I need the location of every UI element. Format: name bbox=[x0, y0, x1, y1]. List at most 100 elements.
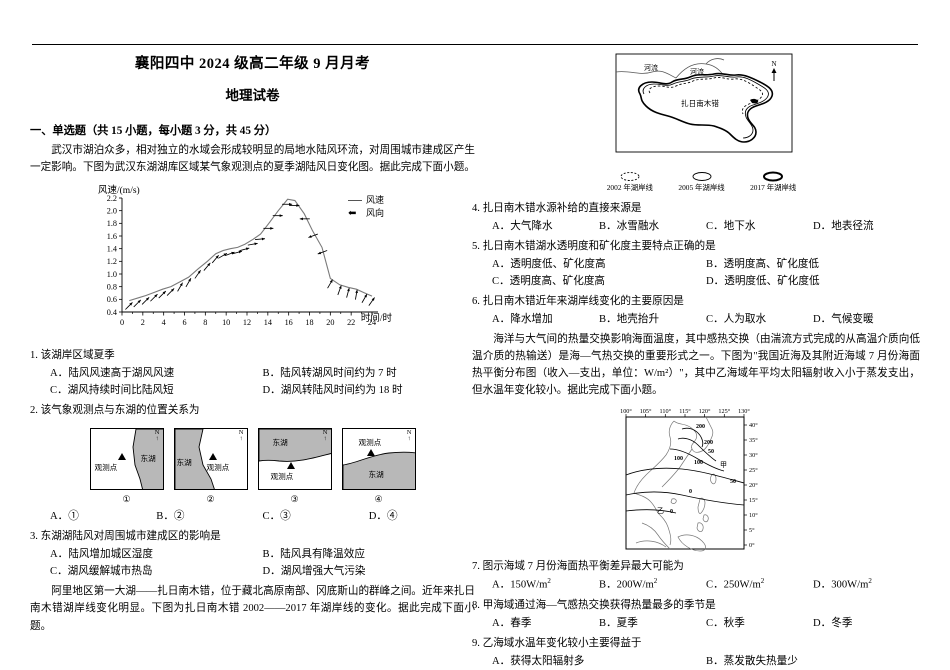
option-9b[interactable]: B．蒸发散失热量少 bbox=[706, 655, 798, 667]
option-1a[interactable]: A．陆风风速高于湖风风速 bbox=[50, 367, 175, 379]
legend-2005-symbol-icon bbox=[666, 171, 738, 182]
panel-3: N↑ 观测点 东湖 bbox=[257, 427, 332, 490]
option-8d[interactable]: D．冬季 bbox=[813, 617, 853, 629]
svg-text:40°: 40° bbox=[749, 422, 758, 429]
question-8-text: 甲海域通过海—气感热交换获得热量最多的季节是 bbox=[482, 599, 716, 611]
option-5d[interactable]: D．透明度低、矿化度低 bbox=[706, 275, 820, 287]
river-label-2: 河流 bbox=[690, 67, 704, 76]
panel-2-lake-label: 东湖 bbox=[176, 457, 192, 467]
chart-y-axis-label: 风速/(m/s) bbox=[98, 186, 140, 197]
question-3-text: 东湖湖陆风对周围城市建成区的影响是 bbox=[40, 531, 221, 543]
option-4c[interactable]: C．地下水 bbox=[706, 220, 756, 232]
question-1: 1. 该湖岸区域夏季 A．陆风风速高于湖风风速 B．陆风转湖风时间约为 7 时 … bbox=[30, 348, 475, 399]
panel-3-caption: ③ bbox=[290, 493, 299, 504]
option-4b[interactable]: B．冰雪融水 bbox=[599, 220, 660, 232]
question-8-options: A．春季 B．夏季 C．秋季 D．冬季 bbox=[472, 615, 920, 632]
option-3a[interactable]: A．陆风增加城区湿度 bbox=[50, 548, 153, 560]
option-6a[interactable]: A．降水增加 bbox=[492, 313, 553, 325]
sea-heat-balance-map: 100° 105° 110° 115° 120° 125° 130° bbox=[612, 403, 790, 555]
option-1d[interactable]: D．湖风转陆风时间约为 18 时 bbox=[262, 384, 403, 396]
question-7: 7. 图示海域 7 月份海面热平衡差异最大可能为 A．150W/m2 B．200… bbox=[472, 559, 920, 593]
option-8c[interactable]: C．秋季 bbox=[706, 617, 745, 629]
option-2a[interactable]: A．① bbox=[50, 511, 79, 523]
option-1c[interactable]: C．湖风持续时间比陆风短 bbox=[50, 384, 174, 396]
option-1b[interactable]: B．陆风转湖风时间约为 7 时 bbox=[262, 367, 397, 379]
question-8: 8. 甲海域通过海—气感热交换获得热量最多的季节是 A．春季 B．夏季 C．秋季… bbox=[472, 598, 920, 632]
svg-text:35°: 35° bbox=[749, 437, 758, 444]
two-column-body: 襄阳四中 2024 级高二年级 9 月月考 地理试卷 一、单选题（共 15 小题… bbox=[0, 48, 950, 667]
svg-text:0°: 0° bbox=[749, 542, 755, 549]
panel-4-lake-label: 东湖 bbox=[368, 469, 384, 479]
option-6c[interactable]: C．人为取水 bbox=[706, 313, 767, 325]
svg-text:0: 0 bbox=[120, 318, 124, 327]
svg-text:100: 100 bbox=[694, 460, 703, 466]
question-5-options: A．透明度低、矿化度高 B．透明度高、矿化度低 C．透明度高、矿化度高 D．透明… bbox=[472, 256, 920, 290]
panel-2-graphic bbox=[174, 428, 247, 489]
river-label-1: 河流 bbox=[644, 63, 658, 72]
panel-2-north-icon: N↑ bbox=[238, 428, 244, 443]
lake-name-label: 扎日南木错 bbox=[681, 98, 719, 108]
question-9-stem: 9. 乙海域水温年变化较小主要得益于 bbox=[472, 636, 920, 653]
option-5b[interactable]: B．透明度高、矿化度低 bbox=[706, 258, 820, 270]
svg-text:2.2: 2.2 bbox=[107, 194, 117, 203]
question-6: 6. 扎日南木错近年来湖岸线变化的主要原因是 A．降水增加 B．地壳抬升 C．人… bbox=[472, 294, 920, 328]
legend-2002: 2002 年湖岸线 bbox=[594, 171, 666, 193]
option-4a[interactable]: A．大气降水 bbox=[492, 220, 553, 232]
panel-2-point-label: 观测点 bbox=[206, 462, 230, 472]
option-5a[interactable]: A．透明度低、矿化度高 bbox=[492, 258, 606, 270]
svg-text:50: 50 bbox=[708, 449, 714, 455]
lake-map-graphic: N 扎日南木错 河流 河流 bbox=[615, 53, 793, 153]
option-9a[interactable]: A．获得太阳辐射多 bbox=[492, 655, 585, 667]
svg-text:8: 8 bbox=[203, 318, 207, 327]
option-7b[interactable]: B．200W/m2 bbox=[599, 577, 658, 591]
option-2b[interactable]: B．② bbox=[156, 511, 185, 523]
panel-4-caption: ④ bbox=[374, 493, 383, 504]
option-3c[interactable]: C．湖风缓解城市热岛 bbox=[50, 566, 153, 578]
option-3b[interactable]: B．陆风具有降温效应 bbox=[262, 548, 365, 560]
question-1-text: 该湖岸区域夏季 bbox=[40, 350, 115, 362]
svg-text:110°: 110° bbox=[660, 408, 672, 415]
question-6-text: 扎日南木错近年来湖岸线变化的主要原因是 bbox=[482, 295, 684, 307]
option-3d[interactable]: D．湖风增强大气污染 bbox=[262, 566, 366, 578]
question-9-text: 乙海域水温年变化较小主要得益于 bbox=[482, 637, 642, 649]
svg-text:2: 2 bbox=[141, 318, 145, 327]
option-5c[interactable]: C．透明度高、矿化度高 bbox=[492, 275, 606, 287]
svg-text:120°: 120° bbox=[699, 408, 711, 415]
option-8b[interactable]: B．夏季 bbox=[599, 617, 638, 629]
option-4d[interactable]: D．地表径流 bbox=[813, 220, 874, 232]
panel-1-point-marker-icon bbox=[117, 452, 126, 460]
question-8-stem: 8. 甲海域通过海—气感热交换获得热量最多的季节是 bbox=[472, 598, 920, 615]
legend-2017-symbol-icon bbox=[737, 171, 809, 182]
svg-text:20°: 20° bbox=[749, 482, 758, 489]
option-7d[interactable]: D．300W/m2 bbox=[813, 577, 872, 591]
svg-text:50: 50 bbox=[730, 479, 736, 485]
chart-legend: 风速 ⬅ 风向 bbox=[347, 194, 384, 220]
option-figure-panels: N↑ 观测点 东湖 ① bbox=[30, 427, 475, 506]
svg-text:0: 0 bbox=[689, 489, 692, 495]
option-7c[interactable]: C．250W/m2 bbox=[706, 577, 765, 591]
question-8-number: 8. bbox=[472, 599, 480, 611]
option-2c[interactable]: C．③ bbox=[262, 511, 291, 523]
panel-box-4: N↑ 观测点 东湖 ④ bbox=[341, 427, 416, 506]
svg-text:115°: 115° bbox=[679, 408, 691, 415]
option-8a[interactable]: A．春季 bbox=[492, 617, 532, 629]
question-3-number: 3. bbox=[30, 531, 38, 543]
passage-3: 海洋与大气间的热量交换影响海面温度，其中感热交换（由湍流方式完成的从高温介质向低… bbox=[472, 333, 920, 397]
svg-text:25°: 25° bbox=[749, 467, 758, 474]
legend-2002-label: 2002 年湖岸线 bbox=[606, 183, 653, 192]
panel-1-point-label: 观测点 bbox=[94, 462, 118, 472]
option-2d[interactable]: D．④ bbox=[368, 511, 398, 523]
panel-3-point-label: 观测点 bbox=[270, 471, 294, 481]
legend-2017: 2017 年湖岸线 bbox=[737, 171, 809, 193]
panel-3-point-marker-icon bbox=[286, 461, 295, 469]
legend-item-speed: 风速 bbox=[347, 194, 384, 207]
option-6b[interactable]: B．地壳抬升 bbox=[599, 313, 660, 325]
page-subtitle: 地理试卷 bbox=[225, 87, 280, 103]
panel-1-lake-label: 东湖 bbox=[140, 453, 156, 463]
question-7-stem: 7. 图示海域 7 月份海面热平衡差异最大可能为 bbox=[472, 559, 920, 576]
option-6d[interactable]: D．气候变暖 bbox=[813, 313, 874, 325]
question-9-options: A．获得太阳辐射多 B．蒸发散失热量少 bbox=[472, 653, 920, 670]
option-7a[interactable]: A．150W/m2 bbox=[492, 577, 551, 591]
question-7-number: 7. bbox=[472, 561, 480, 573]
